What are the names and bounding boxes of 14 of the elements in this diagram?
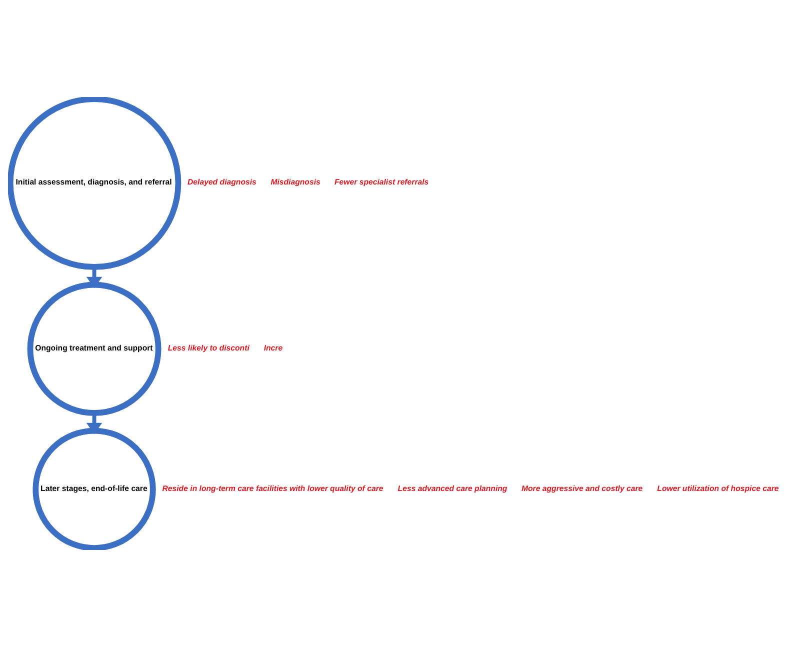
node-circle: Later stages, end-of-life care [32,427,156,550]
label: Misdiagnosis [270,176,320,186]
label: Lower utilization of hospice care [657,483,779,492]
label: Reside in long-term care facilities with lower quality of care [162,483,384,492]
label: Less likely to disconti [168,342,250,352]
label: Incre [264,342,283,352]
label: More aggressive and costly care [521,483,643,492]
arrow [86,266,102,288]
node-circle: Initial assessment, diagnosis, and referral [8,96,182,270]
label: Less advanced care planning [398,483,508,492]
label: Delayed diagnosis [188,176,256,186]
label: Fewer specialist referrals [334,176,429,186]
arrow [86,412,102,434]
node-circle: Ongoing treatment and support [27,281,162,416]
